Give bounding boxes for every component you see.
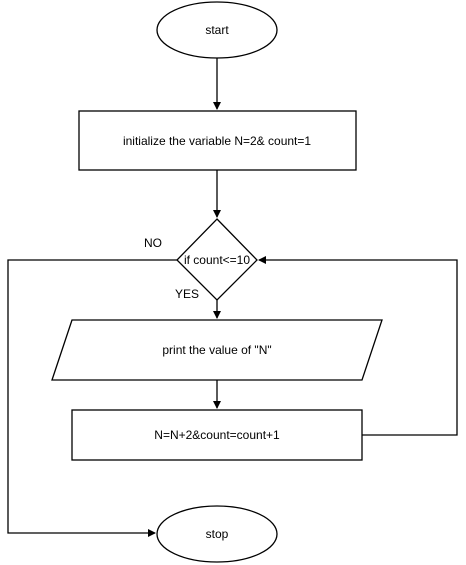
arrow-no-to-stop: [7, 259, 177, 537]
start-label: start: [205, 23, 229, 37]
arrow-loop-back-to-decision: [258, 256, 458, 436]
print-shape: [51, 319, 383, 381]
decision-label: if count<=10: [184, 253, 250, 267]
init-label: initialize the variable N=2& count=1: [123, 134, 311, 148]
update-rect: [71, 409, 363, 461]
no-label: NO: [144, 236, 162, 250]
update-label: N=N+2&count=count+1: [154, 428, 280, 442]
print-label: print the value of "N": [162, 343, 271, 357]
start-terminal[interactable]: start: [156, 1, 278, 59]
stop-ellipse: [156, 505, 278, 563]
update-process-box[interactable]: N=N+2&count=count+1: [71, 409, 363, 461]
init-process-box[interactable]: initialize the variable N=2& count=1: [78, 110, 357, 171]
decision-diamond[interactable]: if count<=10: [176, 218, 258, 301]
stop-label: stop: [206, 527, 229, 541]
print-io-box[interactable]: print the value of "N": [51, 319, 383, 381]
stop-terminal[interactable]: stop: [156, 505, 278, 563]
init-rect: [78, 110, 357, 171]
yes-label: YES: [175, 287, 199, 301]
